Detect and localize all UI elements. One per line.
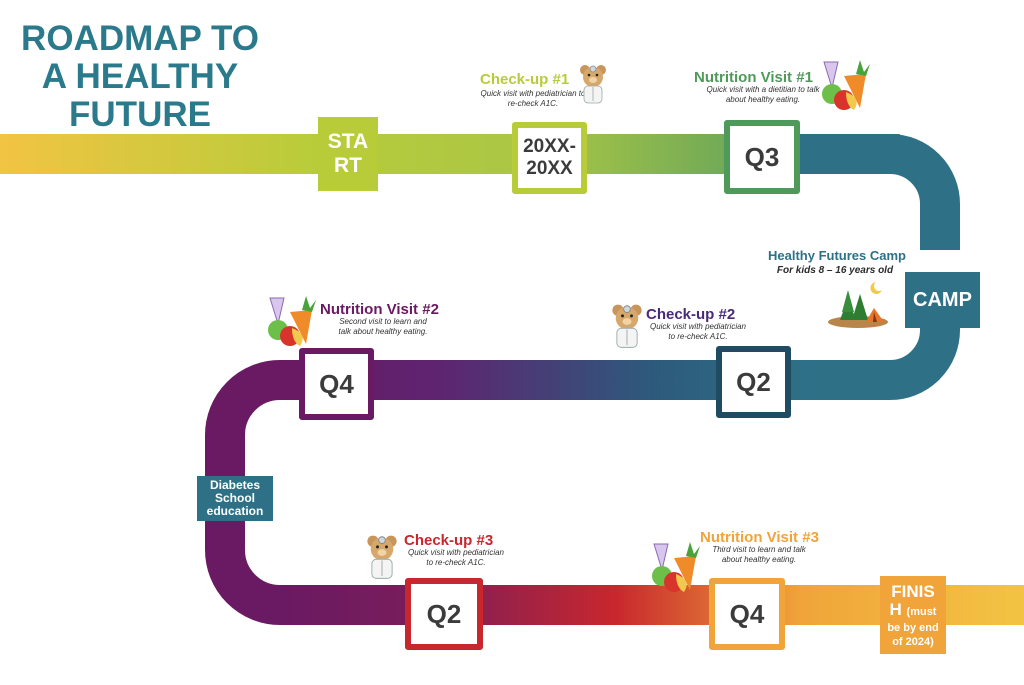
vegetables-icon [652, 542, 700, 592]
milestone-q4-bottom-label: Q4 [729, 598, 765, 629]
finish-marker: FINIS H (must be by end of 2024) [880, 576, 946, 654]
milestone-q2-bottom-label: Q2 [426, 598, 462, 629]
finish-line2: H (must [890, 601, 937, 621]
start-line2: RT [334, 154, 362, 177]
checkup3-desc: Quick visit with pediatrician to re-chec… [396, 548, 516, 568]
checkup2-title: Check-up #2 [646, 306, 736, 323]
checkup3-desc-line2: to re-check A1C. [426, 558, 486, 567]
checkup3-title: Check-up #3 [404, 532, 494, 549]
start-line1: STA [327, 130, 369, 153]
nutrition2-desc: Second visit to learn and talk about hea… [318, 317, 448, 337]
checkup2-desc: Quick visit with pediatrician to re-chec… [638, 322, 758, 342]
milestone-q3-label: Q3 [744, 141, 780, 172]
campsite-icon [828, 282, 888, 328]
camp-marker-label: CAMP [913, 288, 972, 311]
checkup1-desc-line2: re-check A1C. [507, 99, 559, 108]
camp-subtitle: For kids 8 – 16 years old [776, 265, 894, 276]
nutrition1-desc-line2: about healthy eating. [725, 95, 801, 104]
school-line3: education [206, 504, 264, 518]
milestone-q4-middle-label: Q4 [319, 368, 354, 399]
nutrition3-desc-line1: Third visit to learn and talk [712, 545, 806, 554]
nutrition3-desc: Third visit to learn and talk about heal… [694, 545, 824, 565]
milestone-q2-middle-label: Q2 [736, 366, 771, 397]
vegetables-icon [268, 296, 316, 346]
finish-line4: be by end [887, 621, 939, 634]
finish-h: H [889, 599, 902, 619]
school-line1: Diabetes [209, 478, 261, 492]
school-line2: School [214, 491, 255, 505]
milestone-q4-middle: Q4 [299, 348, 374, 420]
finish-must: (must [906, 605, 937, 618]
page-title: ROADMAP TO A HEALTHY FUTURE [21, 19, 259, 134]
school-marker: Diabetes School education [197, 476, 273, 521]
milestone-year-line2: 20XX [526, 158, 573, 179]
finish-line5: of 2024) [892, 635, 934, 648]
nutrition3-title: Nutrition Visit #3 [700, 529, 819, 546]
nutrition1-title: Nutrition Visit #1 [694, 69, 813, 86]
milestone-q2-bottom: Q2 [405, 578, 483, 650]
nutrition3-desc-line2: about healthy eating. [721, 555, 797, 564]
milestone-year-line1: 20XX- [523, 136, 576, 157]
checkup1-desc: Quick visit with pediatrician to re-chec… [458, 89, 608, 109]
nutrition2-desc-line1: Second visit to learn and [339, 317, 427, 326]
checkup1-desc-line1: Quick visit with pediatrician to [480, 89, 586, 98]
nutrition1-desc: Quick visit with a dietitian to talk abo… [688, 85, 838, 105]
start-marker: STA RT [318, 117, 378, 191]
checkup3-desc-line1: Quick visit with pediatrician [407, 548, 505, 557]
checkup1-title: Check-up #1 [480, 71, 570, 88]
teddy-bear-doctor-icon [580, 65, 606, 104]
milestone-q2-middle: Q2 [716, 346, 791, 418]
finish-line1: FINIS [891, 581, 935, 601]
nutrition1-desc-line1: Quick visit with a dietitian to talk [706, 85, 820, 94]
teddy-bear-doctor-icon [612, 304, 642, 348]
checkup2-desc-line2: to re-check A1C. [668, 332, 728, 341]
milestone-year: 20XX- 20XX [512, 122, 587, 194]
nutrition2-desc-line2: talk about healthy eating. [338, 327, 428, 336]
camp-marker: CAMP [905, 272, 980, 328]
milestone-q3: Q3 [724, 120, 800, 194]
teddy-bear-doctor-icon [367, 535, 397, 579]
vegetables-icon [822, 60, 870, 110]
nutrition2-title: Nutrition Visit #2 [320, 301, 439, 318]
checkup2-desc-line1: Quick visit with pediatrician [649, 322, 747, 331]
camp-title: Healthy Futures Camp [768, 248, 906, 263]
milestone-q4-bottom: Q4 [709, 578, 785, 650]
